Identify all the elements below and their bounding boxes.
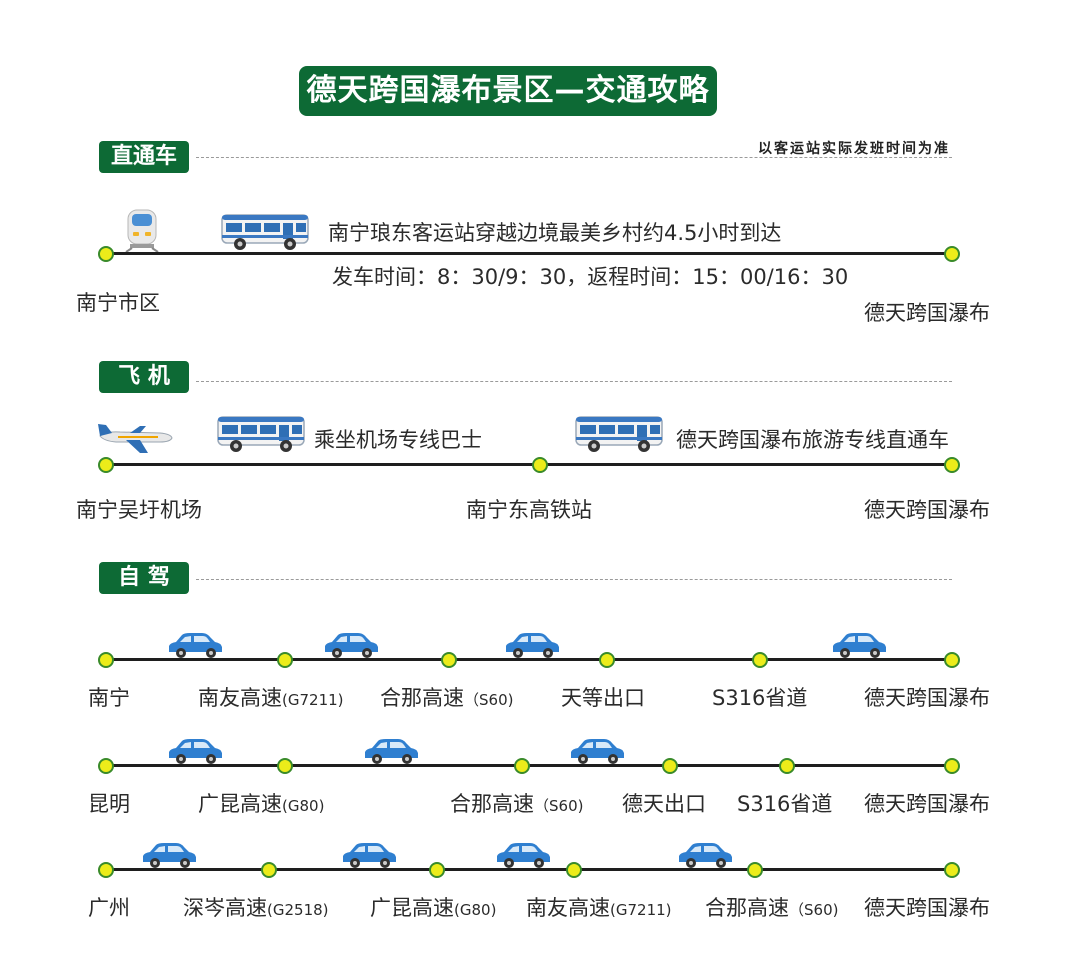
- stop-label: 南友高速(G7211): [198, 686, 344, 710]
- car-icon: [343, 843, 396, 868]
- stop-label: S316省道: [737, 792, 833, 816]
- car-icon: [169, 739, 222, 764]
- car-icon: [497, 843, 550, 868]
- car-icon: [143, 843, 196, 868]
- stop-dot: [98, 652, 114, 668]
- stop-dot: [98, 758, 114, 774]
- route-line: [106, 658, 952, 661]
- route-line: [106, 463, 952, 466]
- section-label-self-drive: 自 驾: [99, 562, 189, 594]
- stop-dot: [98, 862, 114, 878]
- section-divider: [196, 157, 952, 158]
- stop-label: 德天跨国瀑布: [864, 301, 990, 325]
- stop-dot: [98, 457, 114, 473]
- stop-label: S316省道: [712, 686, 808, 710]
- page-title: 德天跨国瀑布景区—交通攻略: [299, 66, 717, 116]
- schedule-note: 以客运站实际发班时间为准: [758, 141, 950, 157]
- stop-dot: [429, 862, 445, 878]
- stop-label: 德天跨国瀑布: [864, 498, 990, 522]
- route-line: [106, 868, 952, 871]
- car-icon: [325, 633, 378, 658]
- bus-icon: [221, 214, 309, 250]
- plane-leg1-desc: 乘坐机场专线巴士: [314, 428, 482, 452]
- stop-label: 德天跨国瀑布: [864, 896, 990, 920]
- train-icon: [125, 209, 159, 252]
- stop-dot: [752, 652, 768, 668]
- stop-dot: [277, 758, 293, 774]
- plane-leg2-desc: 德天跨国瀑布旅游专线直通车: [676, 428, 949, 452]
- direct-route-desc: 南宁琅东客运站穿越边境最美乡村约4.5小时到达: [328, 221, 782, 245]
- stop-dot: [599, 652, 615, 668]
- stop-label: 合那高速（S60): [705, 896, 839, 920]
- route-line: [106, 252, 952, 255]
- stop-dot: [944, 758, 960, 774]
- stop-dot: [277, 652, 293, 668]
- stop-label: 天等出口: [561, 686, 645, 710]
- stop-label: 南宁: [88, 686, 130, 710]
- stop-dot: [662, 758, 678, 774]
- stop-dot: [944, 457, 960, 473]
- stop-label: 广昆高速(G80): [370, 896, 497, 920]
- stop-label: 深岑高速(G2518): [183, 896, 329, 920]
- stop-dot: [441, 652, 457, 668]
- section-label-plane: 飞 机: [99, 361, 189, 393]
- stop-dot: [98, 246, 114, 262]
- stop-label: 南友高速(G7211): [526, 896, 672, 920]
- section-divider: [196, 381, 952, 382]
- stop-label: 合那高速（S60): [380, 686, 514, 710]
- stop-dot: [944, 652, 960, 668]
- stop-dot: [747, 862, 763, 878]
- stop-label: 广昆高速(G80): [198, 792, 325, 816]
- stop-label: 南宁东高铁站: [466, 498, 592, 522]
- airplane-icon: [98, 424, 173, 453]
- section-label-direct-bus: 直通车: [99, 141, 189, 173]
- stop-label: 德天跨国瀑布: [864, 792, 990, 816]
- stop-dot: [944, 246, 960, 262]
- stop-label: 南宁市区: [76, 291, 160, 315]
- car-icon: [679, 843, 732, 868]
- stop-dot: [944, 862, 960, 878]
- car-icon: [365, 739, 418, 764]
- section-divider: [196, 579, 952, 580]
- stop-dot: [261, 862, 277, 878]
- stop-label: 广州: [88, 896, 130, 920]
- stop-dot: [532, 457, 548, 473]
- car-icon: [833, 633, 886, 658]
- stop-dot: [514, 758, 530, 774]
- car-icon: [169, 633, 222, 658]
- bus-icon: [217, 416, 305, 452]
- car-icon: [571, 739, 624, 764]
- stop-label: 德天跨国瀑布: [864, 686, 990, 710]
- stop-label: 德天出口: [622, 792, 706, 816]
- direct-schedule: 发车时间：8：30/9：30，返程时间：15：00/16：30: [332, 265, 849, 289]
- stop-label: 昆明: [88, 792, 130, 816]
- stop-dot: [566, 862, 582, 878]
- stop-dot: [779, 758, 795, 774]
- stop-label: 合那高速（S60): [450, 792, 584, 816]
- car-icon: [506, 633, 559, 658]
- stop-label: 南宁吴圩机场: [76, 498, 202, 522]
- bus-icon: [575, 416, 663, 452]
